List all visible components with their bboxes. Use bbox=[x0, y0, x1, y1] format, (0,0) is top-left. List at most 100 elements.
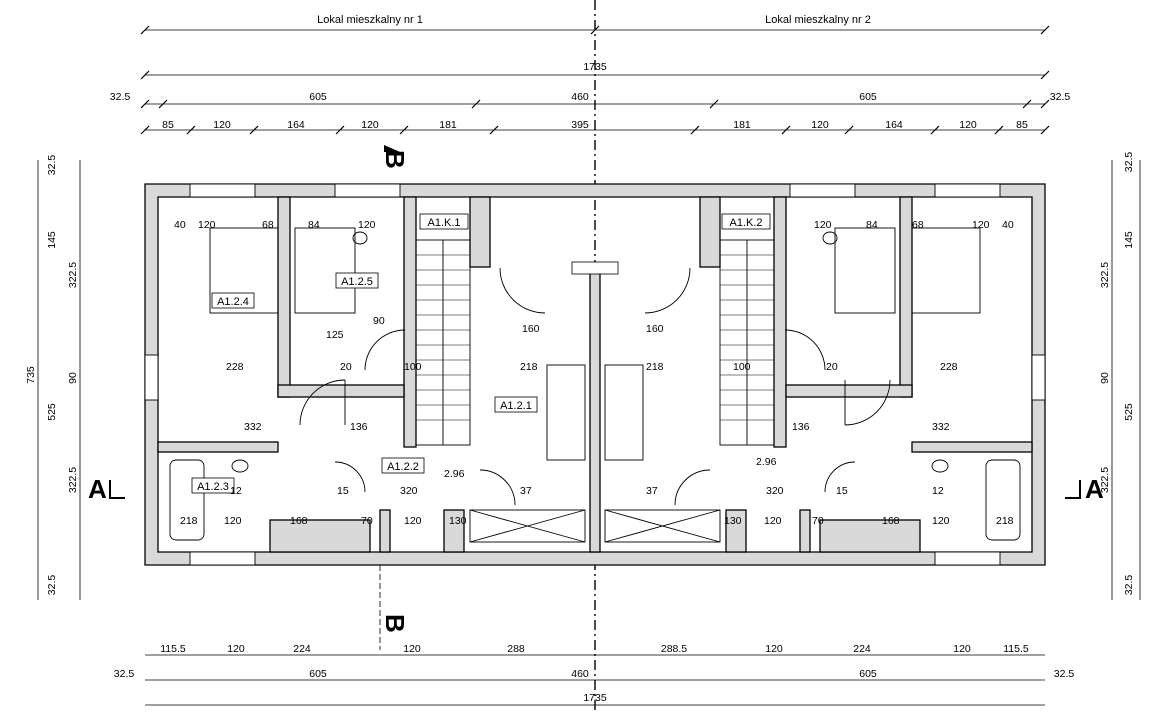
top-dim2-11: 85 bbox=[1016, 119, 1028, 131]
top-dim-5: 32.5 bbox=[1050, 91, 1071, 103]
svg-text:120: 120 bbox=[403, 643, 421, 655]
top-dim2-7: 181 bbox=[733, 119, 751, 131]
svg-text:320: 320 bbox=[400, 485, 418, 497]
svg-text:115.5: 115.5 bbox=[1003, 643, 1029, 655]
svg-text:130: 130 bbox=[724, 515, 742, 527]
top-dim2-10: 120 bbox=[959, 119, 977, 131]
svg-text:20: 20 bbox=[826, 361, 838, 373]
room-a1-k1: A1.K.1 bbox=[427, 217, 460, 229]
room-a1-2-3: A1.2.3 bbox=[197, 481, 229, 493]
svg-text:40: 40 bbox=[1002, 219, 1014, 231]
svg-text:218: 218 bbox=[646, 361, 664, 373]
svg-text:228: 228 bbox=[940, 361, 958, 373]
svg-text:320: 320 bbox=[766, 485, 784, 497]
svg-text:100: 100 bbox=[404, 361, 422, 373]
room-a1-2-1: A1.2.1 bbox=[500, 400, 532, 412]
svg-text:90: 90 bbox=[1099, 372, 1111, 384]
svg-text:32.5: 32.5 bbox=[46, 155, 58, 176]
svg-text:120: 120 bbox=[972, 219, 990, 231]
top-dim-4: 605 bbox=[859, 91, 877, 103]
svg-text:120: 120 bbox=[932, 515, 950, 527]
section-a-left: A bbox=[88, 474, 107, 504]
svg-text:224: 224 bbox=[853, 643, 871, 655]
interior-dimensions: 40 120 68 84 120 90 125 160 228 20 100 2… bbox=[174, 219, 1014, 527]
top-dim-2: 605 bbox=[309, 91, 327, 103]
svg-text:160: 160 bbox=[522, 323, 540, 335]
doors bbox=[299, 267, 891, 506]
top-dim-3: 460 bbox=[571, 91, 589, 103]
windows bbox=[144, 183, 1046, 566]
svg-text:525: 525 bbox=[1123, 403, 1135, 421]
svg-text:322.5: 322.5 bbox=[67, 262, 79, 288]
svg-text:15: 15 bbox=[337, 485, 349, 497]
section-b-top: B bbox=[380, 150, 410, 169]
svg-text:120: 120 bbox=[765, 643, 783, 655]
bottom-dimensions: 115.5 120 224 120 288 288.5 120 224 120 … bbox=[114, 643, 1075, 706]
fixtures bbox=[169, 227, 1021, 541]
room-a1-k2: A1.K.2 bbox=[729, 217, 762, 229]
top-dim2-6: 395 bbox=[571, 119, 589, 131]
svg-text:218: 218 bbox=[180, 515, 198, 527]
svg-text:100: 100 bbox=[733, 361, 751, 373]
svg-text:70: 70 bbox=[361, 515, 373, 527]
svg-text:145: 145 bbox=[1123, 231, 1135, 249]
svg-text:37: 37 bbox=[646, 485, 658, 497]
svg-text:322.5: 322.5 bbox=[67, 467, 79, 493]
svg-text:288.5: 288.5 bbox=[661, 643, 687, 655]
svg-text:218: 218 bbox=[520, 361, 538, 373]
svg-text:120: 120 bbox=[358, 219, 376, 231]
svg-text:90: 90 bbox=[67, 372, 79, 384]
svg-text:288: 288 bbox=[507, 643, 525, 655]
overall-dim-bottom: 1735 bbox=[583, 692, 607, 704]
svg-text:120: 120 bbox=[198, 219, 216, 231]
level-left: 2.96 bbox=[444, 468, 465, 480]
svg-text:605: 605 bbox=[859, 668, 877, 680]
svg-text:735: 735 bbox=[25, 366, 37, 384]
room-a1-2-5: A1.2.5 bbox=[341, 276, 373, 288]
top-dim2-4: 120 bbox=[361, 119, 379, 131]
svg-text:168: 168 bbox=[882, 515, 900, 527]
svg-text:136: 136 bbox=[792, 421, 810, 433]
svg-text:120: 120 bbox=[953, 643, 971, 655]
svg-text:32.5: 32.5 bbox=[46, 575, 58, 596]
svg-text:322.5: 322.5 bbox=[1099, 467, 1111, 493]
top-dim2-1: 85 bbox=[162, 119, 174, 131]
svg-text:32.5: 32.5 bbox=[114, 668, 135, 680]
svg-text:20: 20 bbox=[340, 361, 352, 373]
room-labels: A1.K.1 A1.K.2 A1.2.4 A1.2.5 A1.2.1 A1.2.… bbox=[191, 213, 777, 494]
staircase-left bbox=[415, 239, 471, 446]
top-dim2-8: 120 bbox=[811, 119, 829, 131]
svg-text:130: 130 bbox=[449, 515, 467, 527]
svg-text:168: 168 bbox=[290, 515, 308, 527]
section-markers: A A B B bbox=[88, 145, 1104, 650]
top-dim2-5: 181 bbox=[439, 119, 457, 131]
section-b-bottom: B bbox=[380, 614, 410, 633]
svg-text:32.5: 32.5 bbox=[1123, 575, 1135, 596]
room-a1-2-4: A1.2.4 bbox=[217, 296, 249, 308]
svg-text:605: 605 bbox=[309, 668, 327, 680]
svg-text:32.5: 32.5 bbox=[1123, 152, 1135, 173]
top-dim-1: 32.5 bbox=[110, 91, 131, 103]
svg-text:120: 120 bbox=[404, 515, 422, 527]
svg-text:37: 37 bbox=[520, 485, 532, 497]
header-lokal-1: Lokal mieszkalny nr 1 bbox=[317, 14, 423, 26]
svg-text:70: 70 bbox=[812, 515, 824, 527]
svg-text:125: 125 bbox=[326, 329, 344, 341]
svg-text:84: 84 bbox=[866, 219, 878, 231]
svg-text:228: 228 bbox=[226, 361, 244, 373]
right-dimensions: 32.5 145 322.5 90 525 322.5 32.5 bbox=[1099, 152, 1141, 600]
svg-text:68: 68 bbox=[262, 219, 274, 231]
svg-text:332: 332 bbox=[244, 421, 262, 433]
svg-text:224: 224 bbox=[293, 643, 311, 655]
svg-text:218: 218 bbox=[996, 515, 1014, 527]
svg-text:332: 332 bbox=[932, 421, 950, 433]
svg-text:120: 120 bbox=[224, 515, 242, 527]
svg-text:40: 40 bbox=[174, 219, 186, 231]
top-header-dimensions: Lokal mieszkalny nr 1 Lokal mieszkalny n… bbox=[110, 14, 1071, 135]
top-dim2-9: 164 bbox=[885, 119, 903, 131]
svg-text:525: 525 bbox=[46, 403, 58, 421]
top-dim2-3: 164 bbox=[287, 119, 305, 131]
svg-text:12: 12 bbox=[932, 485, 944, 497]
svg-text:32.5: 32.5 bbox=[1054, 668, 1075, 680]
